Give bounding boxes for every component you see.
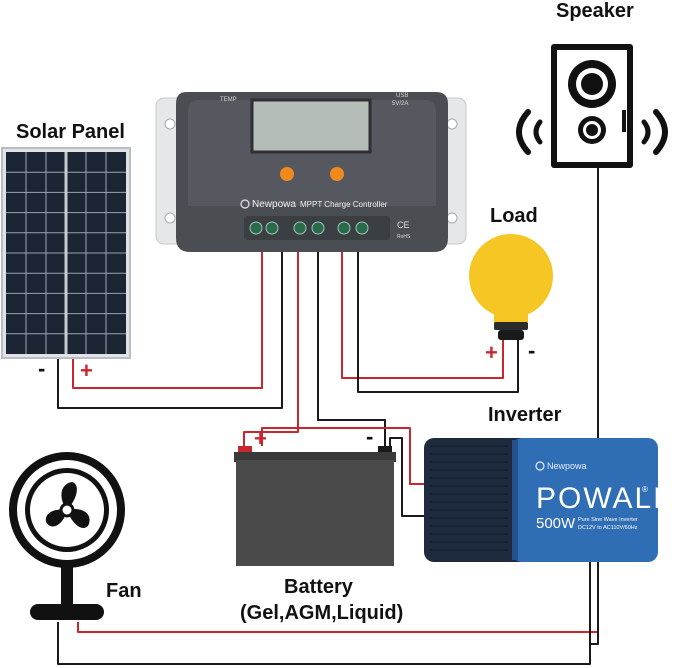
controller-brand: Newpowa — [252, 199, 296, 210]
load-positive-sign: + — [485, 340, 498, 365]
inverter-brand: Newpowa — [547, 461, 587, 471]
terminal-screw-icon — [293, 221, 307, 235]
terminal-screw-icon — [249, 221, 263, 235]
terminal-screw-icon — [265, 221, 279, 235]
inverter: Newpowa POWALL ® 500W Pure Sine Wave Inv… — [424, 438, 672, 562]
wire-inverter-positive — [261, 427, 426, 485]
speaker-woofer-center — [581, 73, 603, 95]
newpowa-logo-icon — [240, 199, 250, 209]
label-inverter: Inverter — [488, 404, 562, 426]
controller-usb-rating: 5V/2A — [392, 101, 408, 107]
controller-rohs-mark: RoHS — [397, 234, 411, 240]
inverter-logo-icon — [535, 461, 545, 471]
bulb-neck — [494, 310, 528, 324]
inverter-body-dark — [424, 438, 534, 562]
label-battery-types: (Gel,AGM,Liquid) — [240, 602, 404, 624]
terminal-screw-icon — [355, 221, 369, 235]
inverter-desc-line1: Pure Sine Wave Inverter — [578, 517, 638, 523]
speaker — [516, 44, 668, 168]
solar-panel — [1, 147, 131, 359]
mount-hole — [446, 118, 458, 130]
panel-negative-sign: - — [38, 356, 45, 381]
wire-fan-black — [57, 622, 591, 665]
battery-positive-sign: + — [254, 426, 267, 451]
polarity-marks: - + + - + - — [38, 338, 535, 451]
mount-hole — [446, 212, 458, 224]
controller-usb-label: USB — [396, 93, 408, 99]
inverter-body-blue — [512, 438, 658, 562]
wire-panel-positive — [72, 252, 263, 389]
inverter-fins — [430, 445, 508, 551]
bulb-glass — [469, 234, 553, 318]
controller-ce-mark: CE — [397, 220, 410, 230]
battery-negative-terminal — [378, 446, 392, 454]
inverter-body-seam — [512, 440, 518, 560]
sound-wave-left-icon — [516, 109, 531, 155]
wire-battery-negative — [317, 252, 386, 450]
label-battery: Battery — [284, 576, 353, 598]
controller-terminals — [249, 221, 369, 235]
controller-button-right[interactable] — [330, 167, 344, 181]
fan-hub — [59, 502, 75, 518]
fan-stand — [61, 566, 73, 606]
terminal-screw-icon — [337, 221, 351, 235]
controller-lcd — [250, 98, 372, 154]
inverter-trademark: ® — [642, 485, 648, 494]
controller-temp-label: TEMP — [220, 97, 237, 103]
sound-wave-right-small-icon — [641, 119, 651, 145]
controller-button-left[interactable] — [280, 167, 294, 181]
wire-inverter-negative — [389, 437, 426, 517]
battery-lid — [234, 452, 396, 462]
battery — [234, 446, 396, 566]
sound-wave-left-small-icon — [533, 119, 543, 145]
panel-positive-sign: + — [80, 358, 93, 383]
battery-positive-terminal — [238, 446, 252, 454]
fan-base — [30, 604, 104, 620]
inverter-name: POWALL — [536, 482, 672, 515]
label-load: Load — [490, 205, 538, 227]
sound-wave-right-icon — [653, 109, 668, 155]
bulb-base-ring — [494, 322, 528, 330]
wire-panel-negative — [57, 252, 283, 409]
terminal-screw-icon — [311, 221, 325, 235]
speaker-port — [622, 110, 626, 132]
solar-panel-grid — [6, 152, 126, 354]
bulb-base — [498, 330, 524, 340]
wire-load-negative — [357, 252, 519, 393]
label-fan: Fan — [106, 580, 142, 602]
inverter-power: 500W — [536, 515, 576, 532]
controller-model: MPPT Charge Controller — [300, 200, 388, 209]
load-negative-sign: - — [528, 338, 535, 363]
battery-negative-sign: - — [366, 424, 373, 449]
speaker-tweeter-center — [586, 124, 598, 136]
mount-hole — [164, 212, 176, 224]
wires — [57, 168, 599, 665]
wire-load-positive — [341, 252, 504, 379]
label-speaker: Speaker — [556, 0, 634, 22]
charge-controller: TEMP USB 5V/2A Newpowa MPPT Charge Contr… — [155, 92, 467, 252]
inverter-desc-line2: DC12V to AC110V/60Hz — [578, 525, 638, 531]
fan — [9, 452, 125, 620]
wire-speaker-black — [589, 168, 599, 645]
wire-battery-positive — [243, 252, 299, 450]
label-solar-panel: Solar Panel — [16, 121, 125, 143]
mount-hole — [164, 118, 176, 130]
load-bulb — [469, 234, 553, 340]
battery-body — [236, 460, 394, 566]
